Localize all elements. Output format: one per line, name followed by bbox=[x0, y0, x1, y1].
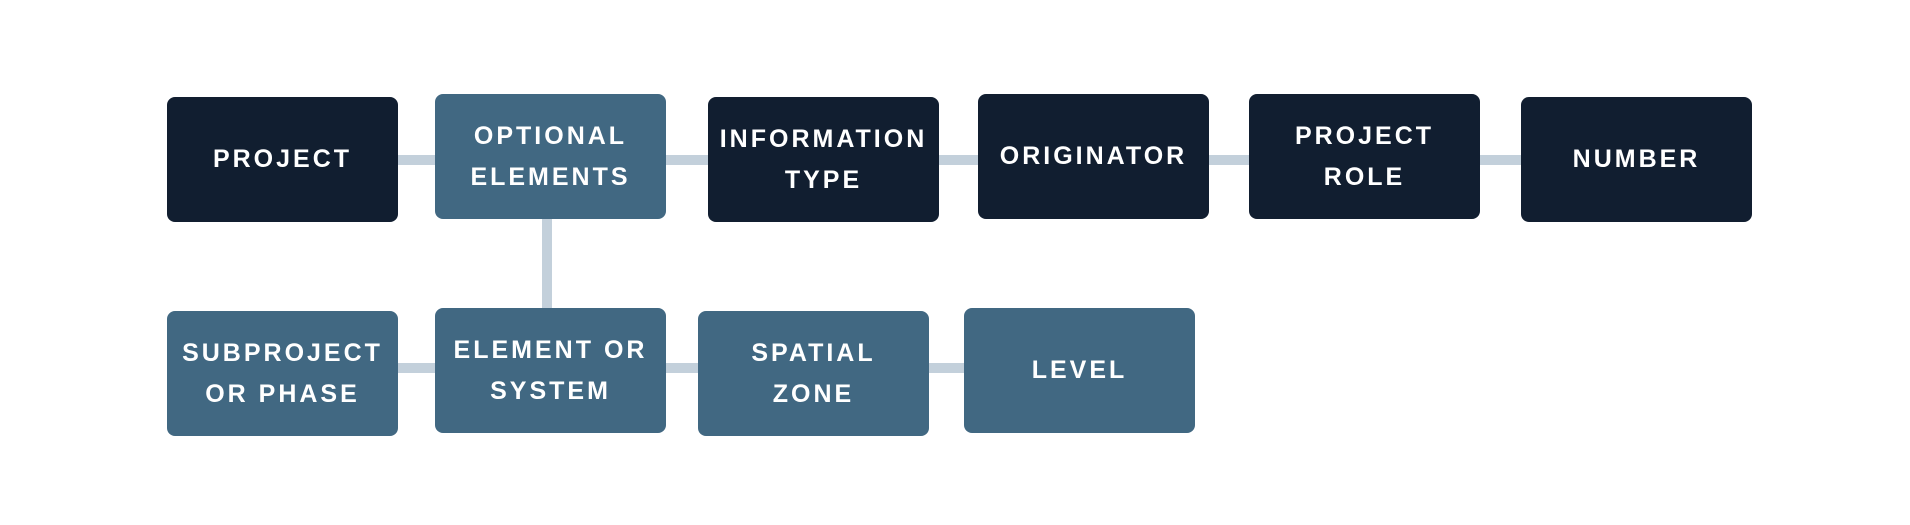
connector-subproject-element bbox=[398, 363, 436, 373]
box-originator: ORIGINATOR bbox=[978, 94, 1209, 219]
box-information-type-label: INFORMATION TYPE bbox=[719, 124, 928, 194]
box-element-or-system-label: ELEMENT OR SYSTEM bbox=[453, 335, 648, 405]
box-project-role-label: PROJECT ROLE bbox=[1294, 121, 1435, 191]
box-level-label: LEVEL bbox=[1031, 356, 1128, 384]
box-level: LEVEL bbox=[964, 308, 1195, 433]
box-spatial-zone: SPATIAL ZONE bbox=[698, 311, 929, 436]
connector-project-optional bbox=[398, 155, 436, 165]
box-spatial-zone-label: SPATIAL ZONE bbox=[751, 338, 876, 408]
connector-optional-element-vertical bbox=[542, 218, 552, 310]
box-subproject-or-phase-label: SUBPROJECT OR PHASE bbox=[182, 338, 383, 408]
connector-originator-role bbox=[1208, 155, 1250, 165]
box-originator-label: ORIGINATOR bbox=[999, 142, 1188, 170]
box-optional-elements: OPTIONAL ELEMENTS bbox=[435, 94, 666, 219]
box-number: NUMBER bbox=[1521, 97, 1752, 222]
connector-element-spatial bbox=[666, 363, 699, 373]
connector-information-originator bbox=[938, 155, 978, 165]
box-project-role: PROJECT ROLE bbox=[1249, 94, 1480, 219]
box-optional-elements-label: OPTIONAL ELEMENTS bbox=[470, 121, 631, 191]
box-project: PROJECT bbox=[167, 97, 398, 222]
box-information-type: INFORMATION TYPE bbox=[708, 97, 939, 222]
box-element-or-system: ELEMENT OR SYSTEM bbox=[435, 308, 666, 433]
connector-role-number bbox=[1480, 155, 1522, 165]
connector-optional-information bbox=[666, 155, 708, 165]
box-project-label: PROJECT bbox=[212, 145, 353, 173]
connector-spatial-level bbox=[929, 363, 965, 373]
box-subproject-or-phase: SUBPROJECT OR PHASE bbox=[167, 311, 398, 436]
box-number-label: NUMBER bbox=[1572, 145, 1701, 173]
